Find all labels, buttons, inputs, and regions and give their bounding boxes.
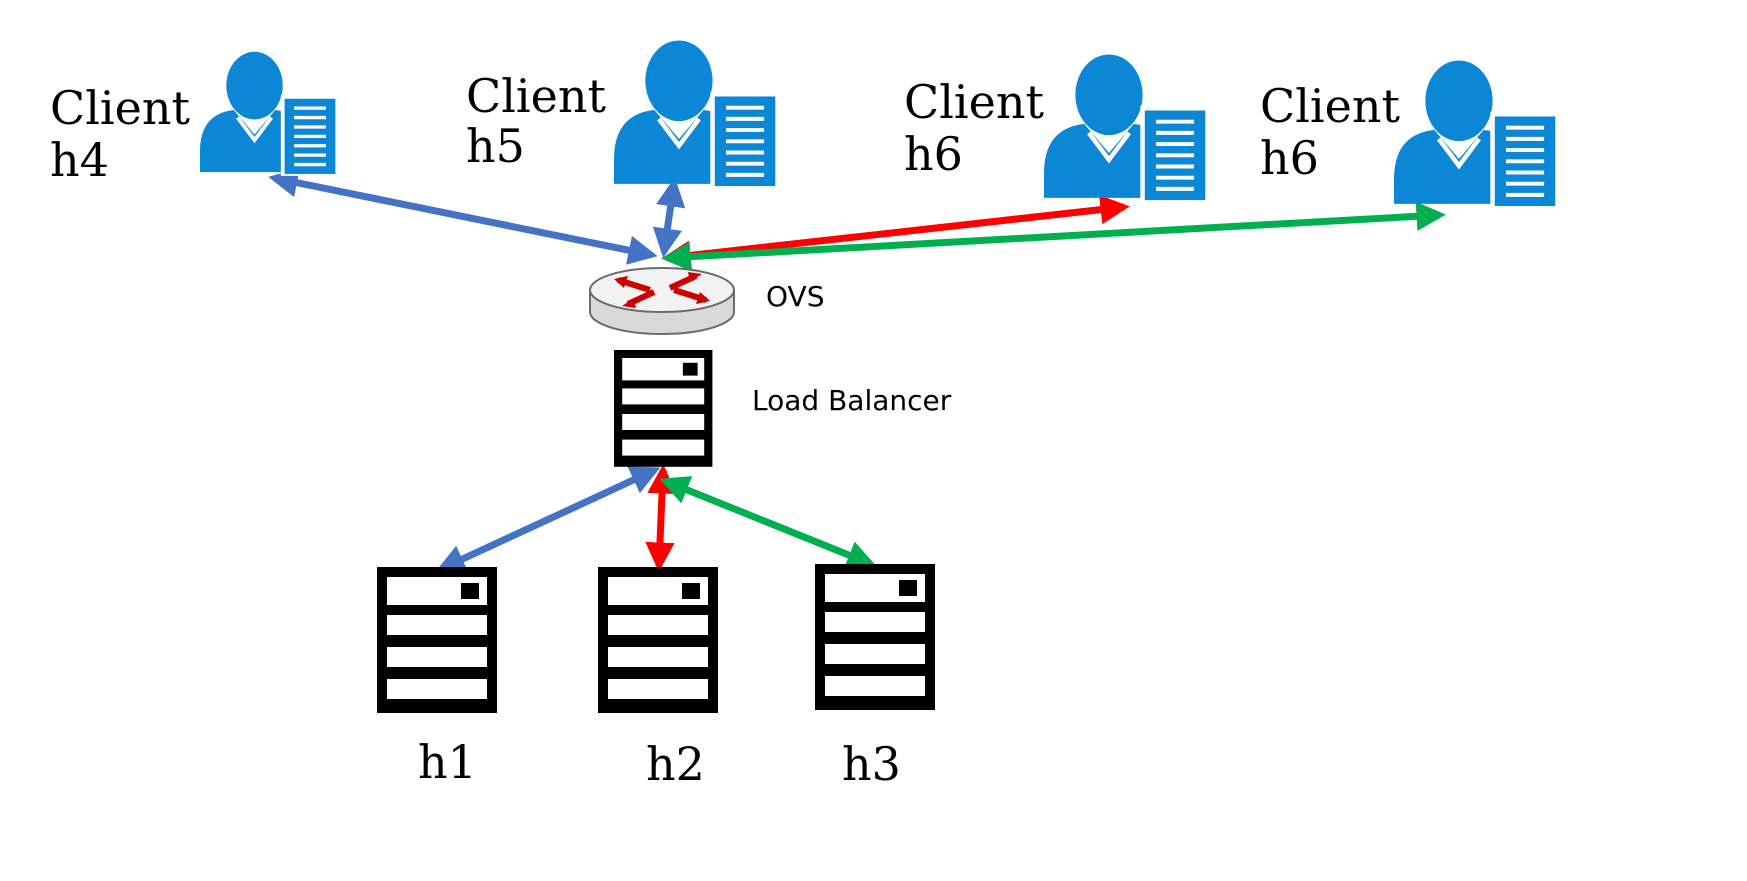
link-ovs-h6-red: [661, 194, 1130, 271]
server-rack-icon: [377, 567, 497, 713]
link-h5-ovs: [652, 177, 686, 258]
server-h1: h1: [377, 567, 497, 789]
load-balancer: Load Balancer: [614, 350, 952, 467]
server-rack-icon: [614, 350, 713, 467]
server-h2: h2: [598, 567, 718, 791]
user-document-icon: [198, 49, 340, 178]
ovs-switch: OVS: [589, 267, 824, 335]
link-ovs-h6-green: [661, 201, 1446, 272]
client-name: Client: [904, 75, 1044, 129]
client-h6-green: Client h6: [1260, 60, 1558, 208]
client-host: h4: [50, 133, 109, 187]
balancer-label: Load Balancer: [752, 384, 952, 417]
server-h3: h3: [815, 564, 935, 791]
link-lb-h2: [645, 464, 677, 572]
client-name: Client: [466, 69, 606, 123]
client-h6-red: Client h6: [904, 54, 1208, 202]
user-document-icon: [1044, 54, 1208, 202]
link-h4-ovs: [268, 168, 658, 265]
client-host: h5: [466, 119, 525, 173]
server-rack-icon: [598, 567, 718, 713]
server-label: h1: [418, 735, 477, 789]
server-rack-icon: [815, 564, 935, 710]
user-document-icon: [614, 40, 778, 188]
client-host: h6: [1260, 131, 1319, 185]
link-lb-h3: [659, 476, 877, 569]
client-name: Client: [50, 81, 190, 135]
router-icon: [589, 267, 735, 335]
client-host: h6: [904, 127, 963, 181]
server-label: h3: [842, 737, 901, 791]
server-label: h2: [646, 737, 705, 791]
user-document-icon: [1394, 60, 1558, 208]
link-lb-h1: [435, 466, 661, 573]
client-name: Client: [1260, 79, 1400, 133]
links: [268, 168, 1446, 573]
client-h4: Client h4: [50, 49, 340, 187]
client-h5: Client h5: [466, 40, 778, 188]
switch-label: OVS: [766, 280, 824, 313]
